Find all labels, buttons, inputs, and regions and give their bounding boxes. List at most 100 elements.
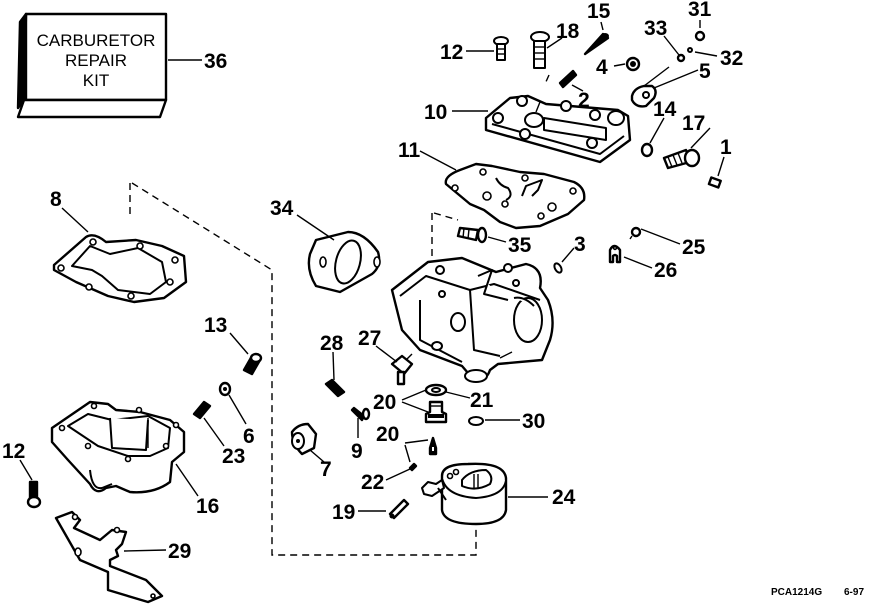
callout-21[interactable]: 21 — [470, 389, 494, 412]
part-11-gasket[interactable] — [444, 162, 586, 230]
callout-30[interactable]: 30 — [522, 410, 545, 433]
part-12-screw-bottom[interactable] — [26, 480, 42, 509]
leader-29 — [123, 549, 167, 552]
assembly-dashed-line-b — [131, 182, 477, 556]
part-17-screw[interactable] — [662, 148, 701, 170]
part-6-washer[interactable] — [218, 381, 232, 397]
part-25-screw[interactable] — [629, 226, 642, 240]
callout-32[interactable]: 32 — [720, 47, 743, 70]
part-33-washer[interactable] — [676, 53, 686, 63]
part-15-needle[interactable] — [583, 32, 610, 56]
part-14-washer[interactable] — [640, 142, 654, 158]
part-20-inlet-needle[interactable] — [428, 436, 438, 456]
part-5-lever[interactable] — [630, 84, 657, 108]
callout-12a[interactable]: 12 — [440, 41, 463, 64]
part-3-o-ring[interactable] — [553, 262, 563, 274]
leader-2 — [571, 84, 584, 92]
leader-23 — [203, 417, 225, 447]
callout-4[interactable]: 4 — [596, 56, 608, 79]
leader-20a-2 — [401, 401, 429, 413]
callout-7[interactable]: 7 — [320, 458, 332, 481]
assembly-dashed-line-d — [433, 212, 459, 221]
callout-11[interactable]: 11 — [398, 139, 421, 162]
leader-7 — [309, 449, 325, 463]
part-20-needle-seat[interactable] — [424, 400, 448, 424]
callout-8[interactable]: 8 — [50, 188, 62, 211]
leader-34 — [296, 214, 335, 241]
part-26-clip[interactable] — [608, 244, 622, 264]
part-7-float[interactable] — [290, 422, 318, 456]
repair-kit-box[interactable]: CARBURETOR REPAIR KIT — [16, 12, 168, 119]
callout-3[interactable]: 3 — [574, 233, 586, 256]
callout-28[interactable]: 28 — [320, 332, 344, 355]
part-13-screw[interactable] — [242, 352, 263, 376]
callout-9[interactable]: 9 — [351, 440, 363, 463]
callout-6[interactable]: 6 — [243, 425, 255, 448]
callout-34[interactable]: 34 — [270, 197, 294, 220]
part-2-spring[interactable] — [558, 69, 578, 89]
part-34-gasket[interactable] — [307, 230, 381, 294]
part-30-plug[interactable] — [468, 416, 484, 426]
part-1-plug[interactable] — [707, 176, 722, 189]
drawing-id: PCA1214G — [771, 587, 822, 598]
callout-18[interactable]: 18 — [556, 20, 580, 43]
part-24-float[interactable] — [421, 462, 508, 526]
callout-27[interactable]: 27 — [358, 327, 381, 350]
leader-21 — [445, 391, 471, 399]
part-18-screw[interactable] — [530, 31, 550, 69]
part-12-screw-top[interactable] — [493, 36, 509, 61]
part-28-spring[interactable] — [324, 378, 346, 398]
part-29-bracket[interactable] — [54, 510, 164, 604]
part-8-gasket[interactable] — [52, 234, 188, 304]
drawing-date: 6-97 — [844, 587, 864, 598]
part-31-nut[interactable] — [694, 30, 706, 42]
callout-16[interactable]: 16 — [196, 495, 219, 518]
leader-20b-1 — [404, 439, 429, 444]
part-16-float-bowl[interactable] — [50, 400, 186, 494]
callout-31[interactable]: 31 — [688, 0, 712, 21]
part-23-spring[interactable] — [192, 400, 212, 420]
leader-4 — [613, 63, 626, 67]
callout-2[interactable]: 2 — [578, 89, 590, 112]
callout-35[interactable]: 35 — [508, 234, 532, 257]
callout-25[interactable]: 25 — [682, 236, 706, 259]
carburetor-body[interactable] — [390, 256, 554, 383]
part-22-clip[interactable] — [408, 462, 418, 472]
part-21-gasket[interactable] — [424, 383, 448, 397]
part-32-ball[interactable] — [687, 47, 693, 53]
callout-29[interactable]: 29 — [168, 540, 191, 563]
callout-15[interactable]: 15 — [587, 0, 611, 23]
callout-19[interactable]: 19 — [332, 501, 355, 524]
callout-12b[interactable]: 12 — [2, 440, 25, 463]
callout-36[interactable]: 36 — [204, 50, 227, 73]
leader-3 — [561, 247, 575, 263]
part-27-fitting[interactable] — [390, 353, 414, 386]
kit-label-line1: CARBURETOR — [37, 31, 156, 50]
callout-22[interactable]: 22 — [361, 471, 384, 494]
leader-14 — [649, 117, 665, 144]
part-19-hinge-pin[interactable] — [388, 498, 410, 520]
callout-5[interactable]: 5 — [699, 60, 711, 83]
callout-20b[interactable]: 20 — [376, 423, 399, 446]
callout-23[interactable]: 23 — [222, 445, 245, 468]
part-9-screw[interactable] — [350, 406, 371, 422]
callout-20a[interactable]: 20 — [373, 391, 396, 414]
callout-10[interactable]: 10 — [424, 101, 447, 124]
part-35-screw[interactable] — [456, 226, 488, 244]
callout-1[interactable]: 1 — [720, 136, 732, 159]
callout-24[interactable]: 24 — [552, 486, 576, 509]
part-10-cover-plate[interactable] — [484, 94, 632, 164]
callout-33[interactable]: 33 — [644, 17, 667, 40]
callout-17[interactable]: 17 — [682, 112, 705, 135]
leader-12b — [19, 459, 33, 481]
leader-8 — [61, 207, 89, 233]
leader-6 — [228, 394, 247, 425]
leader-17 — [690, 127, 711, 149]
leader-5b — [643, 66, 670, 87]
callout-14[interactable]: 14 — [653, 98, 677, 121]
leader-22 — [385, 468, 411, 481]
part-4-nut[interactable] — [625, 56, 641, 72]
callout-26[interactable]: 26 — [654, 259, 677, 282]
callout-13[interactable]: 13 — [204, 314, 227, 337]
